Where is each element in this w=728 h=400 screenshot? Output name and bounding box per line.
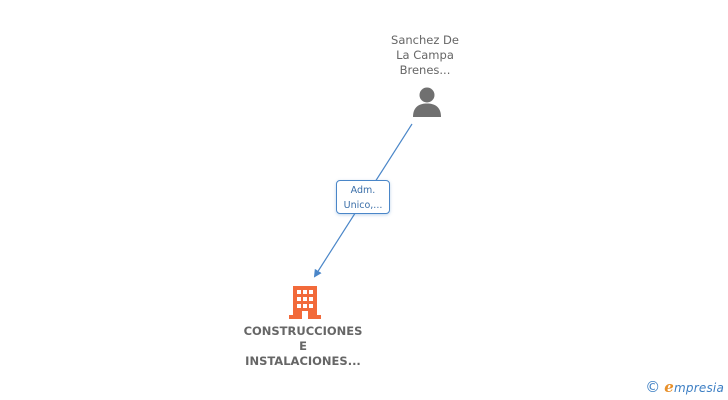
person-name-line-1: Sanchez De — [391, 33, 459, 47]
brand-logo-initial: e — [664, 378, 675, 396]
brand-watermark: © empresia — [645, 377, 724, 397]
company-name-line-3: INSTALACIONES... — [245, 354, 361, 368]
role-line-1: Adm. — [350, 185, 376, 196]
brand-logo-rest: mpresia — [674, 381, 724, 395]
person-name-line-3: Brenes... — [399, 63, 451, 77]
company-name-line-1: CONSTRUCCIONES — [243, 324, 363, 338]
building-icon[interactable] — [289, 285, 321, 319]
relation-role-label[interactable]: Adm. Unico,... — [336, 180, 390, 214]
brand-logo: empresia — [664, 378, 724, 396]
copyright-icon: © — [645, 378, 661, 396]
person-name-line-2: La Campa — [396, 48, 454, 62]
person-icon[interactable] — [410, 86, 444, 118]
person-node-label[interactable]: Sanchez De La Campa Brenes... — [370, 33, 480, 78]
role-line-2: Unico,... — [343, 200, 383, 211]
company-name-line-2: E — [299, 339, 307, 353]
company-node-label[interactable]: CONSTRUCCIONES E INSTALACIONES... — [228, 324, 378, 369]
